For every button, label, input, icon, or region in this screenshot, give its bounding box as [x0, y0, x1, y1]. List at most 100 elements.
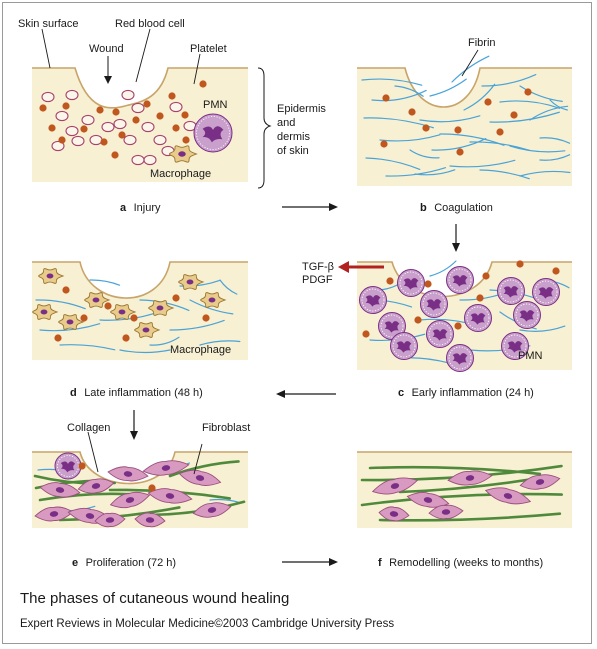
red-blood-cell: [51, 140, 65, 152]
panel-f-remodelling: [357, 451, 572, 528]
red-blood-cell: [55, 110, 69, 122]
platelet: [362, 330, 370, 338]
platelet: [424, 280, 432, 288]
collagen-fiber: [168, 460, 240, 478]
pmn-cell: [397, 269, 425, 297]
caption-f-text: Remodelling (weeks to months): [389, 557, 543, 569]
fibroblast-cell: [371, 477, 419, 495]
fibroblast-cell: [178, 469, 222, 486]
platelet: [414, 316, 422, 324]
caption-d-text: Late inflammation (48 h): [84, 387, 203, 399]
pmn-cell: [464, 304, 492, 332]
fibrin-strand: [479, 169, 530, 180]
platelet: [156, 112, 164, 120]
epidermis-label-line3: dermis: [277, 131, 311, 143]
pmn-cell: [446, 344, 474, 372]
pmn-label-c: PMN: [518, 350, 543, 362]
fibrin-strand: [429, 78, 467, 97]
fibroblast-cell: [134, 512, 166, 528]
collagen-fiber: [360, 492, 564, 507]
platelet-leader: [193, 53, 201, 85]
caption-b-text: Coagulation: [434, 202, 493, 214]
fibrin-strand: [119, 349, 171, 354]
platelet: [380, 140, 388, 148]
platelet: [96, 106, 104, 114]
fibrin-strand: [451, 55, 490, 83]
red-blood-cell: [123, 134, 137, 146]
platelet: [130, 314, 138, 322]
platelet: [148, 484, 156, 492]
caption-b-letter: b: [420, 202, 427, 214]
platelet: [516, 260, 524, 268]
platelet: [408, 108, 416, 116]
fibrin-strand: [209, 498, 241, 504]
platelet: [80, 314, 88, 322]
fibroblast-label: Fibroblast: [202, 422, 250, 434]
red-blood-cell: [113, 118, 127, 130]
macrophage-cell: [134, 322, 161, 338]
arrow-c-to-d: [276, 390, 336, 398]
tgf-beta-label: TGF-β: [302, 261, 334, 273]
fibroblast-cell: [94, 512, 126, 528]
fibroblast-cell: [428, 504, 464, 520]
panel-c-early-inflammation: [357, 260, 572, 372]
fibroblast-cell: [192, 502, 232, 518]
platelet: [112, 108, 120, 116]
fibroblast-cell: [406, 491, 450, 508]
tissue-area: [357, 68, 572, 186]
fibroblast-cell: [107, 466, 149, 482]
platelet: [39, 104, 47, 112]
platelet: [62, 102, 70, 110]
fibrin-strand: [169, 319, 225, 331]
skin-surface-leader: [41, 28, 51, 69]
epidermis-label-line1: Epidermis: [277, 103, 326, 115]
fibrin-strand: [469, 141, 531, 151]
skin-depth-bracket: [257, 67, 272, 189]
skin-surface-line: [357, 67, 572, 108]
caption-c: c Early inflammation (24 h): [398, 383, 534, 400]
platelet-label: Platelet: [190, 43, 227, 55]
caption-e-text: Proliferation (72 h): [86, 557, 177, 569]
platelet: [80, 125, 88, 133]
labels: Skin surface Red blood cell Wound Platel…: [18, 18, 543, 434]
figure-title: The phases of cutaneous wound healing: [20, 590, 290, 607]
fibrin-strand: [39, 323, 101, 332]
fibrin-strand: [199, 340, 241, 346]
fibrin-strand: [189, 299, 234, 315]
pmn-cell: [420, 290, 448, 318]
fibrin-strand: [519, 325, 566, 332]
fibrin-strand: [481, 73, 537, 87]
fibrin-strand: [379, 134, 441, 142]
caption-f-letter: f: [378, 557, 382, 569]
pmn-label-a: PMN: [203, 99, 228, 111]
caption-d: d Late inflammation (48 h): [70, 383, 203, 400]
skin-surface-line: [32, 451, 248, 485]
panel-captions: a Injury b Coagulation c Early inflammat…: [70, 202, 543, 569]
platelet: [172, 294, 180, 302]
fibroblast-cell: [484, 487, 532, 505]
macrophage-cell: [169, 145, 198, 163]
fibroblast-cell: [109, 491, 151, 509]
platelet: [422, 124, 430, 132]
pmn-cell: [193, 113, 233, 153]
fibrin-strand: [539, 154, 571, 161]
platelet: [132, 116, 140, 124]
platelet: [202, 314, 210, 322]
platelet: [482, 272, 490, 280]
red-blood-cell: [141, 121, 155, 133]
red-blood-cell-label: Red blood cell: [115, 18, 185, 30]
fibroblast-cell: [147, 488, 193, 504]
platelet: [454, 126, 462, 134]
platelet: [172, 124, 180, 132]
rbc-leader: [135, 28, 151, 83]
skin-surface-line: [32, 67, 248, 109]
collagen-fiber: [378, 512, 562, 522]
collagen-label: Collagen: [67, 422, 110, 434]
platelet: [54, 334, 62, 342]
platelet: [510, 111, 518, 119]
fibrin-strand: [519, 85, 563, 102]
fibrin-strand: [489, 111, 560, 123]
macrophage-cell: [32, 304, 59, 320]
fibrin-strand: [519, 170, 571, 177]
pmn-cell: [532, 278, 560, 306]
